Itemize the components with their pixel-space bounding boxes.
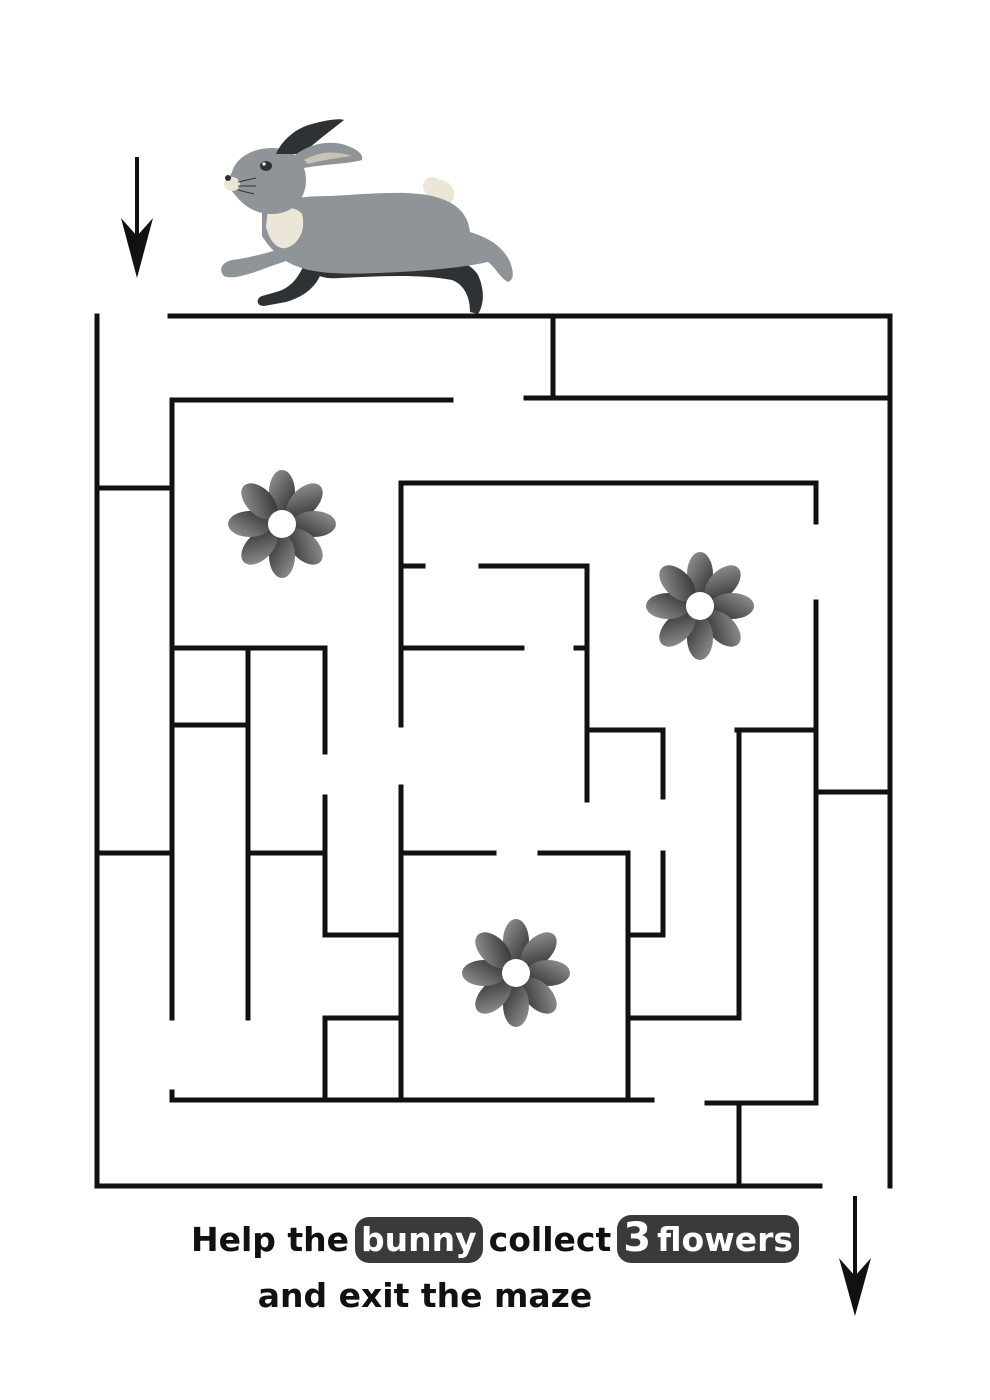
flower-icon[interactable] [646,552,754,660]
flower-icon[interactable] [462,919,570,1027]
bunny-icon [221,119,513,314]
maze-walls [94,313,893,1189]
instructions-middle: collect [488,1220,612,1259]
instructions-line-2: and exit the maze [257,1276,593,1315]
flower-count: 3 [623,1215,652,1261]
flower-icon[interactable] [228,470,336,578]
bunny-highlight: bunny [355,1217,483,1263]
instructions-prefix: Help the [190,1220,350,1259]
exit-arrow-icon [839,1196,871,1316]
flowers-word: flowers [657,1220,794,1259]
entrance-arrow-icon [121,157,153,278]
